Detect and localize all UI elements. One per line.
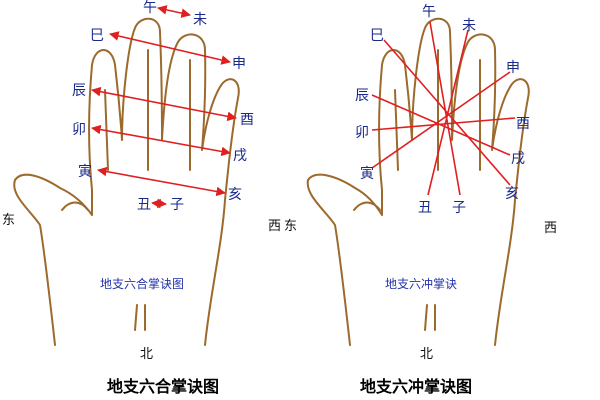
left-branch-wu: 午	[143, 0, 157, 16]
right-branch-chen: 辰	[355, 88, 369, 104]
right-palm-title: 地支六冲掌诀	[385, 276, 457, 291]
right-branch-you: 酉	[516, 116, 530, 132]
left-wrist-crease	[134, 304, 146, 331]
left-dir-east: 东	[2, 213, 15, 228]
right-branch-xu: 戌	[511, 151, 525, 167]
right-thumb-crease	[353, 201, 381, 211]
right-caption: 地支六冲掌诀图	[360, 377, 472, 396]
left-branch-zi: 子	[170, 197, 184, 213]
left-line-mao-xu	[91, 124, 231, 157]
left-branch-chou: 丑	[137, 197, 151, 213]
left-hand-outline	[13, 17, 240, 346]
left-branch-you: 酉	[240, 112, 254, 128]
left-line-chen-you	[91, 86, 237, 122]
right-branch-zi: 子	[452, 200, 466, 216]
right-branch-wu: 午	[422, 4, 436, 20]
right-branch-hai: 亥	[505, 186, 519, 202]
right-branch-mao: 卯	[355, 125, 369, 141]
right-branch-chou: 丑	[418, 200, 432, 216]
right-dir-west-side: 西	[544, 221, 557, 236]
right-hand-outline	[306, 17, 530, 346]
left-thumb-crease	[61, 201, 89, 211]
left-line-si-shen	[109, 31, 231, 65]
right-branch-si: 巳	[370, 28, 384, 44]
left-branch-wei: 未	[193, 12, 207, 28]
right-dir-west: 西	[268, 219, 281, 234]
left-line-wu-wei	[157, 5, 191, 18]
right-line-shen-yin	[371, 71, 511, 169]
left-branch-shen: 申	[232, 56, 246, 72]
left-branch-yin: 寅	[78, 163, 92, 180]
left-line-chou-zi	[151, 198, 167, 209]
right-line-wu-zi	[429, 21, 461, 196]
left-palm-title: 地支六合掌诀图	[100, 276, 184, 291]
right-hand-diagram: 午 未 巳 申 辰 酉 卯 戌 寅 亥 丑 子 西 东 西 北 地支六冲掌诀 地…	[268, 4, 557, 396]
left-hand-diagram: 午 未 巳 申 辰 酉 卯 戌 寅 亥 丑 子 东 北 地支六合掌诀图 地支六合…	[2, 0, 254, 396]
left-branch-xu: 戌	[233, 148, 247, 164]
right-branch-wei: 未	[462, 18, 476, 34]
right-dir-north: 北	[420, 347, 433, 362]
left-branch-hai: 亥	[228, 187, 242, 203]
right-line-si-hai	[383, 39, 511, 186]
right-branch-yin: 寅	[360, 165, 374, 182]
right-line-mao-you	[371, 117, 516, 131]
right-finger-gap-1	[394, 89, 399, 171]
left-branch-si: 巳	[90, 28, 104, 44]
left-line-yin-hai	[97, 166, 226, 197]
left-dir-north: 北	[140, 347, 153, 362]
left-branch-chen: 辰	[72, 83, 86, 99]
right-wrist-crease	[424, 304, 436, 331]
left-branch-mao: 卯	[72, 122, 86, 138]
left-caption: 地支六合掌诀图	[107, 377, 219, 396]
right-dir-east: 东	[284, 219, 297, 234]
right-branch-shen: 申	[506, 60, 520, 76]
